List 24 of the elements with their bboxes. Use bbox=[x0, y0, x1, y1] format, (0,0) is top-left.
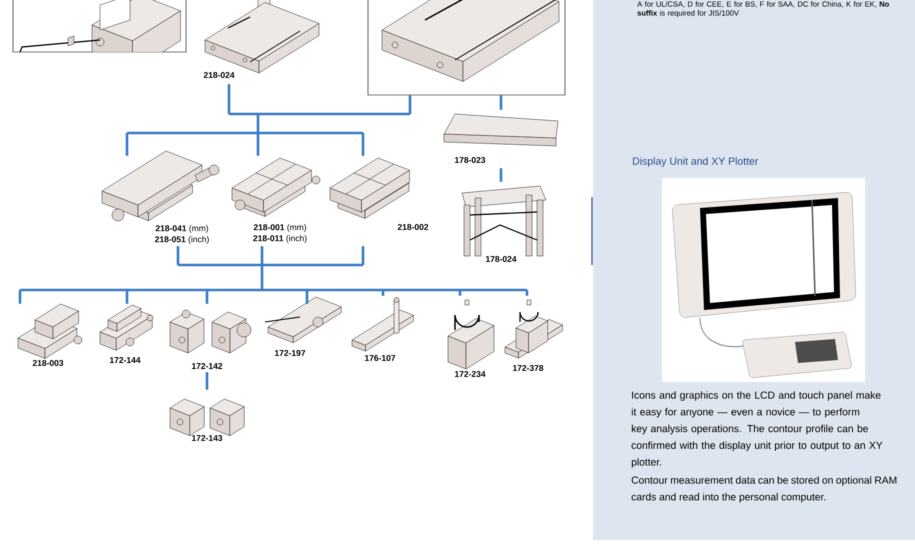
connector-line bbox=[206, 372, 208, 390]
section-heading: Display Unit and XY Plotter bbox=[633, 157, 758, 167]
part-number: 178-023 bbox=[455, 157, 486, 163]
part-number: 218-003 bbox=[32, 360, 64, 366]
part-number: 172-234 bbox=[455, 371, 486, 377]
connector-line bbox=[126, 84, 412, 156]
part-number: 178-024 bbox=[486, 256, 516, 262]
part-number: 218-001 (mm) bbox=[254, 224, 306, 232]
part-number: 172-143 bbox=[192, 435, 222, 441]
part-number: 218-051 (inch) bbox=[155, 236, 209, 244]
paragraph: Icons and graphics on the LCD and touch panel make it easy for anyone — even a novice — to perform key analysis operations. The contour profile can be confirmed with the display unit prior to output to an XY plotter. bbox=[632, 391, 882, 468]
part-number: 172-197 bbox=[275, 350, 306, 356]
part-number: 172-378 bbox=[513, 365, 544, 371]
part-number: 218-024 bbox=[204, 72, 234, 78]
part-number: 172-142 bbox=[192, 363, 222, 369]
part-number: 176-107 bbox=[365, 355, 396, 361]
connector-line bbox=[500, 168, 502, 182]
part-number: 218-011 (inch) bbox=[253, 235, 307, 243]
part-number: 218-041 (mm) bbox=[156, 225, 208, 233]
connector-line bbox=[500, 95, 502, 110]
connector-line bbox=[18, 246, 528, 304]
paragraph: Contour measurement data can be stored on optional RAM cards and read into the personal computer. bbox=[632, 476, 896, 502]
part-number: 218-002 bbox=[398, 224, 428, 230]
part-number: 172-144 bbox=[110, 357, 140, 363]
